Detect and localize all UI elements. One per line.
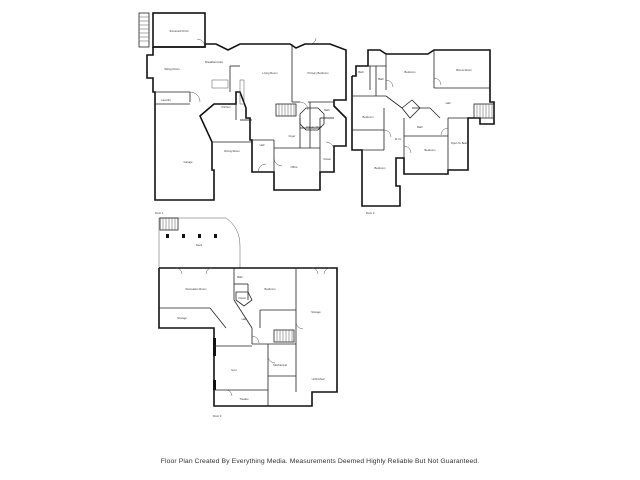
- floor-1-doors: [189, 37, 335, 173]
- label-bath-c: Bath: [417, 125, 423, 129]
- floor-2-label: Floor 2: [366, 211, 375, 215]
- label-hall: Hall: [242, 317, 247, 321]
- label-bath: Bath: [237, 275, 243, 279]
- label-office: Office: [291, 165, 298, 169]
- label-bath: Bath: [324, 108, 330, 112]
- floor-1-kitchen-island: [211, 79, 245, 105]
- label-wic: W.I.C: [395, 137, 402, 141]
- floor-0-outer-wall: [158, 267, 338, 407]
- floor-2-interior-walls: [352, 50, 490, 174]
- floor-0-plan: Deck Recreation Room Bedroom Storage Sto…: [158, 217, 338, 418]
- foundation-wall: [213, 380, 216, 390]
- floor-1-octagon: [299, 107, 325, 131]
- deck-post: [198, 234, 201, 238]
- floor-1-plan: Screened Porch Sitting Room Breakfast Ar…: [138, 12, 347, 215]
- label-unfinished: Unfinished: [312, 377, 325, 381]
- floor-0-doors: [175, 267, 331, 397]
- label-primary-bath: Primary Bath: [306, 125, 322, 129]
- floor-0-stairs: [273, 329, 295, 343]
- label-bedroom-b: Bedroom: [363, 115, 375, 119]
- deck-post: [182, 234, 185, 238]
- label-bedroom-c: Bedroom: [375, 166, 387, 170]
- label-closet: Closet: [238, 296, 246, 300]
- label-bath-a: Bath: [358, 70, 364, 74]
- label-gym: Gym: [231, 368, 237, 372]
- label-bath-b: Bath: [378, 77, 384, 81]
- floor-1-label: Floor 1: [155, 211, 164, 215]
- floor-0-bath-block: [235, 291, 253, 307]
- floor-2-plan: Bedroom Bonus Room Bedroom Bedroom Bedro…: [351, 49, 495, 215]
- label-bedroom-a: Bedroom: [405, 70, 417, 74]
- label-primary-bedroom: Primary Bedroom: [308, 71, 330, 75]
- deck-outline: [158, 217, 241, 268]
- label-dining-room: Dining Room: [224, 149, 240, 153]
- label-storage-a: Storage: [177, 316, 187, 320]
- foundation-wall: [213, 338, 216, 356]
- label-garage: Garage: [184, 160, 193, 164]
- deck-post: [166, 234, 169, 238]
- label-storage-b: Storage: [311, 310, 321, 314]
- label-theater: Theater: [239, 397, 248, 401]
- label-open-to-below: Open To Below: [451, 141, 469, 145]
- floor-1-interior-walls: [153, 44, 334, 172]
- floor-2-stairs: [473, 103, 495, 119]
- floor-0-label: Floor 0: [213, 414, 222, 418]
- floor-2-outer-wall: [351, 49, 495, 207]
- label-recreation-room: Recreation Room: [186, 287, 208, 291]
- label-bedroom-d: Bedroom: [425, 148, 437, 152]
- label-hall: Hall: [446, 101, 451, 105]
- label-deck: Deck: [196, 243, 203, 247]
- label-sitting-room: Sitting Room: [164, 67, 180, 71]
- label-bonus-room: Bonus Room: [456, 68, 472, 72]
- deck-post: [214, 234, 217, 238]
- disclaimer-text: Floor Plan Created By Everything Media. …: [160, 458, 480, 465]
- label-living-room: Living Room: [263, 71, 279, 75]
- label-hall: Hall: [260, 143, 265, 147]
- floor-2-doors: [383, 77, 449, 154]
- label-closet: Closet: [323, 157, 331, 161]
- label-screened-porch: Screened Porch: [169, 29, 189, 33]
- floor-1-stairs: [275, 103, 297, 117]
- label-bedroom: Bedroom: [265, 287, 277, 291]
- floor-2-gallery: [401, 99, 421, 119]
- label-laundry: Laundry: [161, 98, 171, 102]
- label-mechanical: Mechanical: [273, 363, 287, 367]
- porch-steps: [138, 12, 150, 48]
- label-kitchen: Kitchen: [222, 105, 231, 109]
- label-foyer: Foyer: [289, 134, 296, 138]
- label-breakfast-area: Breakfast Area: [205, 60, 223, 64]
